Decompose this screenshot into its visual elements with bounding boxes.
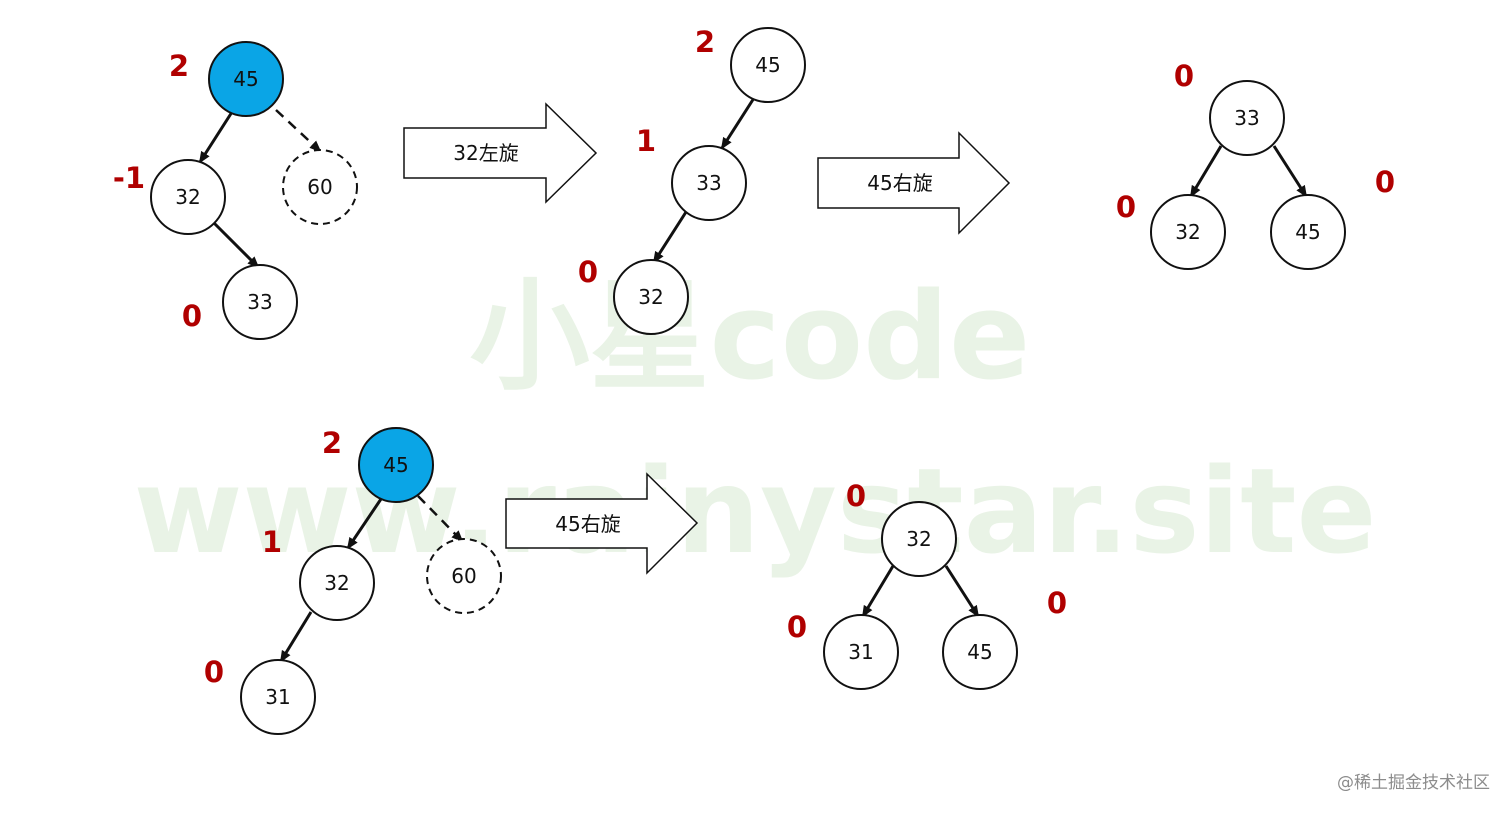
case2-arrow: 45右旋: [505, 472, 699, 575]
tree-node: [613, 259, 689, 335]
edge: [720, 97, 756, 150]
balance-factor: 1: [636, 124, 656, 158]
case1-arrow-1: 32左旋: [403, 102, 598, 204]
edge-dashed: [417, 495, 464, 543]
edge: [1189, 145, 1223, 198]
edge: [944, 565, 980, 618]
block-arrow: [505, 472, 699, 575]
node-value: 32: [175, 185, 200, 209]
balance-factor: 1: [262, 525, 282, 559]
case1-tree-b: 45 33 32 2 1 0: [578, 25, 806, 335]
case1-arrow-2: 45右旋: [817, 131, 1011, 235]
node-value: 33: [696, 171, 721, 195]
tree-node: [730, 27, 806, 103]
watermark: 小星code www.rainystar.site: [133, 268, 1376, 580]
edge-dashed: [275, 109, 322, 153]
node-value: 32: [906, 527, 931, 551]
footer-credit: @稀土掘金技术社区: [1337, 773, 1490, 793]
case1-tree-c: 33 32 45 0 0 0: [1116, 59, 1395, 270]
balance-factor: 2: [169, 49, 189, 83]
block-arrow: [403, 102, 598, 204]
case1-tree-a: 45 32 60 33 2 -1 0: [113, 41, 358, 340]
tree-node: [1209, 80, 1285, 156]
block-arrow: [817, 131, 1011, 235]
tree-node: [823, 614, 899, 690]
tree-node-highlighted: [358, 427, 434, 503]
node-value: 45: [967, 640, 992, 664]
case2-tree-b: 32 31 45 0 0 0: [787, 479, 1067, 690]
balance-factor: 0: [846, 479, 866, 513]
tree-node-highlighted: [208, 41, 284, 117]
arrow-label: 32左旋: [453, 141, 518, 165]
tree-node-dashed: [426, 538, 502, 614]
edge: [861, 565, 895, 618]
balance-factor: 0: [1375, 165, 1395, 199]
edge: [652, 211, 688, 264]
balance-factor: 0: [1174, 59, 1194, 93]
tree-node: [942, 614, 1018, 690]
tree-node: [671, 145, 747, 221]
tree-node: [240, 659, 316, 735]
balance-factor: 0: [1047, 586, 1067, 620]
balance-factor: -1: [113, 161, 145, 195]
node-value: 45: [383, 453, 408, 477]
node-value: 33: [247, 290, 272, 314]
arrow-label: 45右旋: [555, 512, 620, 536]
tree-node: [222, 264, 298, 340]
node-value: 60: [307, 175, 332, 199]
balance-factor: 2: [322, 426, 342, 460]
edge: [198, 111, 234, 164]
tree-node: [1270, 194, 1346, 270]
edge: [1272, 145, 1308, 198]
watermark-line1: 小星code: [470, 268, 1031, 407]
arrow-label: 45右旋: [867, 171, 932, 195]
node-value: 31: [848, 640, 873, 664]
balance-factor: 0: [578, 255, 598, 289]
balance-factor: 0: [204, 655, 224, 689]
balance-factor: 0: [182, 299, 202, 333]
edge: [212, 221, 260, 269]
node-value: 45: [755, 53, 780, 77]
edge: [279, 611, 313, 663]
node-value: 60: [451, 564, 476, 588]
node-value: 45: [233, 67, 258, 91]
balance-factor: 0: [787, 610, 807, 644]
tree-node: [150, 159, 226, 235]
tree-node-dashed: [282, 149, 358, 225]
node-value: 31: [265, 685, 290, 709]
tree-node: [881, 501, 957, 577]
node-value: 33: [1234, 106, 1259, 130]
edge: [346, 498, 383, 550]
tree-node: [1150, 194, 1226, 270]
tree-node: [299, 545, 375, 621]
node-value: 45: [1295, 220, 1320, 244]
balance-factor: 0: [1116, 190, 1136, 224]
node-value: 32: [638, 285, 663, 309]
node-value: 32: [1175, 220, 1200, 244]
balance-factor: 2: [695, 25, 715, 59]
node-value: 32: [324, 571, 349, 595]
case2-tree-a: 45 32 60 31 2 1 0: [204, 426, 502, 735]
